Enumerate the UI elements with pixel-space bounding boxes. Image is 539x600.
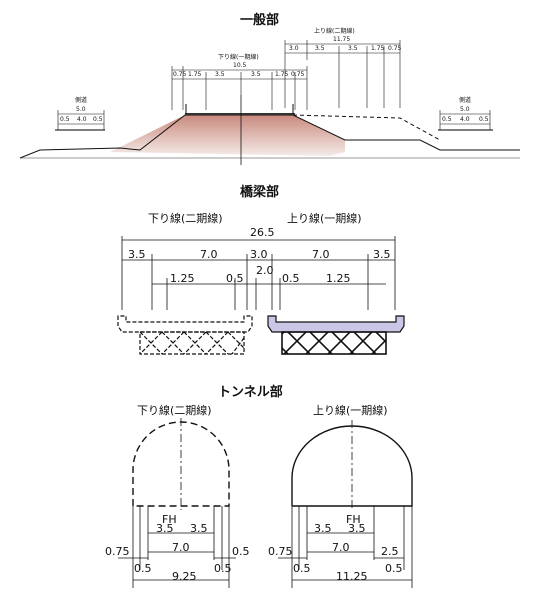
svg-text:3.5: 3.5 — [373, 248, 391, 261]
svg-text:11.25: 11.25 — [336, 570, 368, 583]
svg-text:1.25: 1.25 — [326, 272, 351, 285]
svg-text:3.5: 3.5 — [314, 522, 332, 535]
svg-text:3.5: 3.5 — [128, 248, 146, 261]
svg-text:9.25: 9.25 — [172, 570, 197, 583]
general-title: 一般部 — [240, 12, 279, 28]
bridge-dims-row1: 3.5 7.0 3.0 7.0 3.5 — [128, 248, 391, 261]
side-road-left: 側道 5.0 0.5 4.0 0.5 — [57, 96, 105, 130]
general-down-dims: 0.75 1.75 3.5 3.5 1.75 0.75 — [173, 71, 305, 78]
svg-text:2.5: 2.5 — [381, 545, 399, 558]
bridge-total: 26.5 — [250, 226, 275, 239]
bridge-truss-right — [281, 331, 387, 355]
svg-text:側道: 側道 — [75, 96, 87, 104]
svg-text:3.5: 3.5 — [190, 522, 208, 535]
tunnel-right — [291, 425, 413, 507]
svg-text:3.0: 3.0 — [250, 248, 268, 261]
general-section: 一般部 下り線(一期線) 10.5 0.75 1.75 3.5 3.5 1.75… — [19, 12, 520, 165]
svg-text:4.0: 4.0 — [460, 116, 470, 123]
tunnel-left — [132, 421, 230, 507]
embankment — [110, 115, 345, 156]
svg-text:0.5: 0.5 — [93, 116, 103, 123]
general-down-label: 下り線(一期線) — [218, 53, 259, 61]
bridge-down-label: 下り線(二期線) — [148, 211, 223, 225]
svg-text:0.75: 0.75 — [291, 71, 305, 78]
svg-text:5.0: 5.0 — [460, 106, 470, 113]
general-up-label: 上り線(二期線) — [314, 27, 355, 35]
tunnel-title: トンネル部 — [218, 384, 283, 400]
svg-text:2.0: 2.0 — [256, 264, 274, 277]
svg-text:3.5: 3.5 — [215, 71, 225, 78]
bridge-up-label: 上り線(一期線) — [287, 211, 362, 225]
bridge-deck-left — [117, 315, 253, 333]
svg-text:3.5: 3.5 — [348, 522, 366, 535]
svg-text:0.75: 0.75 — [268, 545, 293, 558]
svg-text:0.5: 0.5 — [134, 562, 152, 575]
bridge-dims-row2: 1.25 0.5 2.0 0.5 1.25 — [170, 264, 351, 285]
svg-text:側道: 側道 — [459, 96, 471, 104]
svg-text:7.0: 7.0 — [312, 248, 330, 261]
svg-text:0.5: 0.5 — [60, 116, 70, 123]
svg-text:0.5: 0.5 — [293, 562, 311, 575]
svg-text:3.5: 3.5 — [348, 45, 358, 52]
svg-text:7.0: 7.0 — [200, 248, 218, 261]
svg-text:0.75: 0.75 — [388, 45, 402, 52]
svg-text:0.5: 0.5 — [479, 116, 489, 123]
bridge-section: 橋梁部 下り線(二期線) 上り線(一期線) 26.5 3.5 7.0 3.0 7… — [117, 184, 405, 355]
bridge-deck-right — [267, 315, 405, 333]
svg-text:7.0: 7.0 — [332, 541, 350, 554]
tunnel-right-fh: FH — [346, 513, 361, 526]
svg-text:7.0: 7.0 — [172, 541, 190, 554]
svg-text:5.0: 5.0 — [76, 106, 86, 113]
svg-text:1.75: 1.75 — [188, 71, 202, 78]
svg-text:1.25: 1.25 — [170, 272, 195, 285]
svg-text:3.5: 3.5 — [251, 71, 261, 78]
tunnel-right-dims: 3.5 3.5 7.0 0.75 2.5 0.5 0.5 11.25 — [268, 522, 403, 583]
tunnel-left-fh: FH — [162, 513, 177, 526]
svg-text:3.5: 3.5 — [156, 522, 174, 535]
general-down-width: 10.5 — [233, 62, 247, 69]
tunnel-left-dims: 3.5 3.5 7.0 0.75 0.5 0.5 0.5 9.25 — [105, 522, 250, 583]
svg-text:4.0: 4.0 — [77, 116, 87, 123]
svg-text:0.5: 0.5 — [214, 562, 232, 575]
tunnel-section: トンネル部 下り線(二期線) 上り線(一期線) FH FH 3.5 3. — [105, 384, 413, 588]
svg-text:3.0: 3.0 — [289, 45, 299, 52]
svg-text:1.75: 1.75 — [371, 45, 385, 52]
svg-text:0.5: 0.5 — [385, 562, 403, 575]
svg-text:1.75: 1.75 — [275, 71, 289, 78]
svg-text:0.5: 0.5 — [442, 116, 452, 123]
tunnel-down-label: 下り線(二期線) — [137, 403, 212, 417]
svg-text:0.75: 0.75 — [173, 71, 187, 78]
general-up-width: 11.75 — [333, 36, 350, 43]
general-up-dims: 3.0 3.5 3.5 1.75 0.75 — [289, 45, 402, 52]
bridge-title: 橋梁部 — [240, 184, 279, 200]
svg-text:0.75: 0.75 — [105, 545, 130, 558]
svg-text:3.5: 3.5 — [315, 45, 325, 52]
svg-text:0.5: 0.5 — [232, 545, 250, 558]
svg-text:0.5: 0.5 — [226, 272, 244, 285]
tunnel-up-label: 上り線(一期線) — [313, 403, 388, 417]
svg-text:0.5: 0.5 — [282, 272, 300, 285]
side-road-right: 側道 5.0 0.5 4.0 0.5 — [439, 96, 491, 130]
